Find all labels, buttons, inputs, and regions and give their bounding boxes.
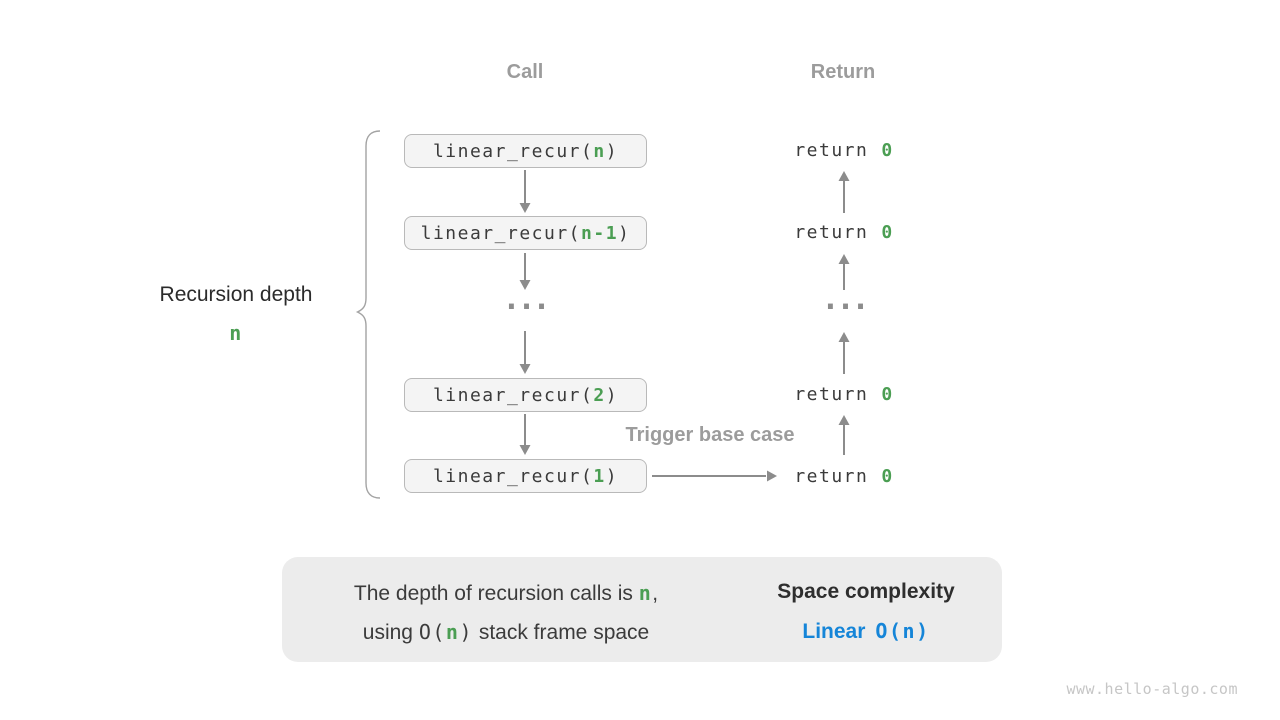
summary-line-2: using O(n) stack frame space (306, 613, 706, 652)
return-keyword: return (794, 466, 869, 487)
complexity-name: Linear (802, 620, 866, 643)
return-value: 0 (881, 384, 894, 405)
summary-text-segment: , (652, 582, 659, 605)
space-complexity-value: Linear O(n) (766, 619, 966, 644)
return-value: 0 (881, 140, 894, 161)
trigger-base-case-label: Trigger base case (625, 424, 795, 446)
code-big-o-open: O( (418, 620, 446, 644)
recursion-depth-label: Recursion depth (159, 283, 313, 306)
call-frame-box-n-1: linear_recur(n-1) (404, 216, 647, 250)
code-text: ) (605, 465, 619, 487)
summary-text-segment: using (362, 621, 419, 644)
code-text: linear_recur( (432, 465, 594, 487)
return-value: 0 (881, 466, 894, 487)
summary-text: The depth of recursion calls is n, using… (306, 574, 706, 652)
return-keyword: return (794, 384, 869, 405)
return-keyword: return (794, 140, 869, 161)
return-value: 0 (881, 222, 894, 243)
code-n: n (902, 619, 917, 643)
code-arg: 1 (593, 465, 606, 487)
call-column-header: Call (506, 61, 544, 83)
summary-text-segment: stack frame space (473, 621, 650, 644)
code-big-o-close: ) (459, 620, 473, 644)
recursion-depth-brace (355, 130, 381, 499)
return-statement: return 0 (744, 382, 944, 407)
summary-panel (282, 557, 1002, 662)
code-text: ) (618, 222, 631, 244)
code-text: ) (605, 384, 619, 406)
code-n: n (638, 581, 653, 605)
code-text: linear_recur( (432, 384, 594, 406)
code-text: linear_recur( (432, 140, 594, 162)
code-text: linear_recur( (420, 222, 582, 244)
watermark: www.hello-algo.com (1066, 680, 1238, 698)
call-frame-box-2: linear_recur(2) (404, 378, 647, 412)
return-statement: return 0 (744, 464, 944, 489)
return-ellipsis: ... (821, 282, 869, 317)
call-frame-box-n: linear_recur(n) (404, 134, 647, 168)
code-big-o-close: ) (916, 619, 930, 643)
code-n: n (445, 620, 460, 644)
summary-line-1: The depth of recursion calls is n, (306, 574, 706, 613)
recursion-depth-value: n (229, 321, 243, 345)
return-statement: return 0 (744, 138, 944, 163)
space-complexity-title: Space complexity (777, 580, 955, 603)
code-arg: n-1 (581, 222, 619, 244)
code-arg: 2 (593, 384, 606, 406)
code-text: ) (605, 140, 619, 162)
call-ellipsis: ... (502, 282, 550, 317)
summary-text-segment: The depth of recursion calls is (353, 582, 639, 605)
return-statement: return 0 (744, 220, 944, 245)
code-arg: n (593, 140, 606, 162)
call-frame-box-1: linear_recur(1) (404, 459, 647, 493)
code-big-o-open: O( (875, 619, 903, 643)
return-column-header: Return (810, 61, 876, 83)
return-keyword: return (794, 222, 869, 243)
complexity-notation: O(n) (875, 619, 929, 643)
